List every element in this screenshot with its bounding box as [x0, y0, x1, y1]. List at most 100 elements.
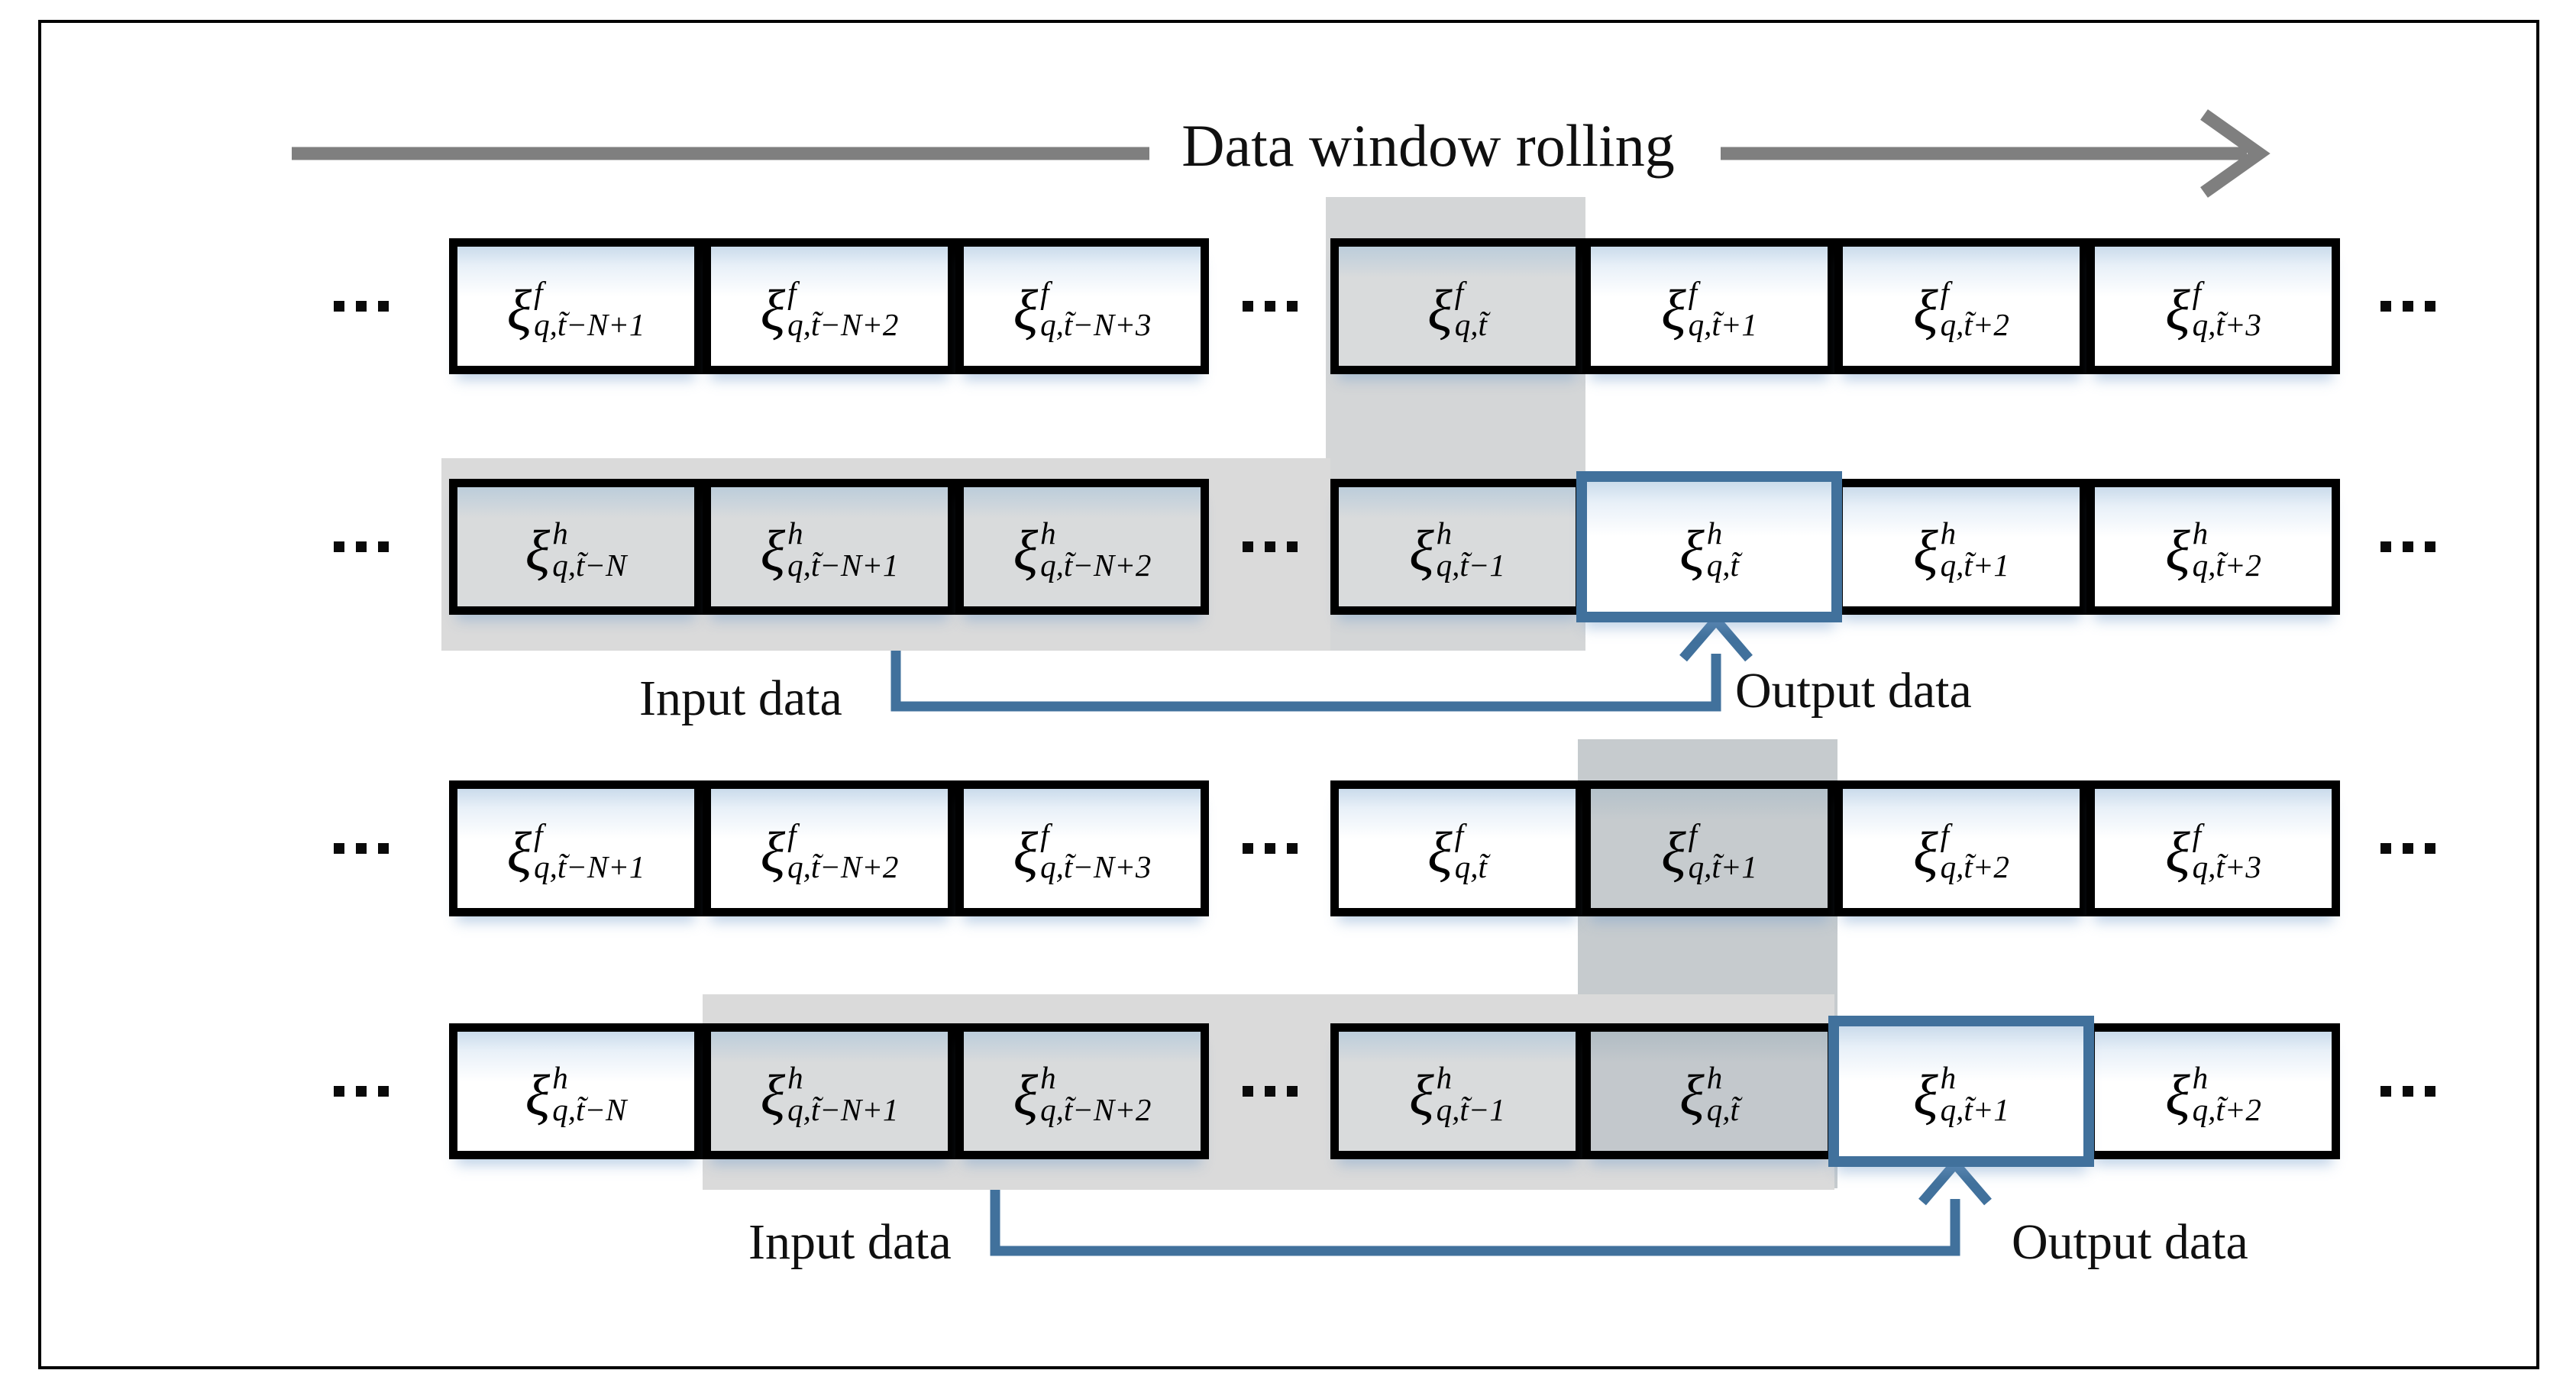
xi-symbol: ξ [1679, 1064, 1705, 1128]
xi-symbol: ξ [1013, 519, 1039, 583]
xi-symbol: ξ [1913, 519, 1938, 583]
xi-symbol: ξ [1913, 279, 1938, 343]
xi-symbol: ξ [1679, 519, 1705, 583]
ellipsis-dot [2425, 301, 2435, 312]
subscript: q,t̃−N+2 [1040, 1092, 1152, 1127]
ellipsis-dot [378, 1086, 389, 1097]
xi-symbol: ξ [506, 821, 532, 885]
subscript: q,t̃−N+2 [787, 849, 899, 884]
ellipsis-dot [2403, 1086, 2413, 1097]
superscript: h [1040, 1060, 1056, 1096]
ellipsis [2380, 541, 2435, 552]
ellipsis-dot [1287, 843, 1298, 854]
superscript: f [534, 275, 543, 311]
ellipsis-dot [1265, 843, 1275, 854]
superscript: f [2192, 817, 2202, 853]
subscript: q,t̃−N+1 [534, 307, 645, 342]
subscript: q,t̃−N+3 [1040, 849, 1152, 884]
superscript: h [1706, 1060, 1723, 1096]
ellipsis-dot [378, 301, 389, 312]
subscript: q,t̃−N+2 [1040, 548, 1152, 583]
xi-symbol: ξ [1409, 1064, 1434, 1128]
ellipsis [1243, 301, 1298, 312]
ellipsis-dot [356, 1086, 367, 1097]
ellipsis-dot [378, 541, 389, 552]
ellipsis-dot [1243, 843, 1253, 854]
subscript: q,t̃−N [552, 1092, 627, 1127]
subscript: q,t̃+1 [1688, 849, 1757, 884]
ellipsis-dot [2380, 1086, 2391, 1097]
subscript: q,t̃+3 [2192, 849, 2261, 884]
ellipsis-dot [2425, 843, 2435, 854]
superscript: h [552, 515, 568, 551]
subscript: q,t̃ [1706, 1092, 1739, 1127]
subscript: q,t̃+2 [2192, 548, 2261, 583]
superscript: f [1454, 817, 1464, 853]
ellipsis-dot [1287, 1086, 1298, 1097]
ellipsis-dot [1287, 301, 1298, 312]
subscript: q,t̃−N+2 [787, 307, 899, 342]
ellipsis-dot [2380, 541, 2391, 552]
xi-symbol: ξ [1013, 1064, 1039, 1128]
xi-symbol: ξ [1013, 279, 1039, 343]
superscript: f [1688, 817, 1698, 853]
subscript: q,t̃−N+1 [787, 548, 899, 583]
subscript: q,t̃+2 [2192, 1092, 2261, 1127]
ellipsis-dot [1265, 301, 1275, 312]
superscript: f [787, 275, 797, 311]
subscript: q,t̃ [1454, 307, 1487, 342]
ellipsis-dot [2403, 541, 2413, 552]
superscript: f [1940, 275, 1950, 311]
superscript: f [2192, 275, 2202, 311]
xi-symbol: ξ [760, 1064, 786, 1128]
diagram-title: Data window rolling [1181, 112, 1675, 179]
superscript: h [552, 1060, 568, 1096]
output-data-label-window-t: Output data [1735, 663, 1972, 719]
xi-symbol: ξ [525, 519, 551, 583]
superscript: h [1436, 515, 1453, 551]
ellipsis-dot [2425, 1086, 2435, 1097]
superscript: f [1940, 817, 1950, 853]
xi-symbol: ξ [1661, 279, 1686, 343]
ellipsis-dot [2425, 541, 2435, 552]
ellipsis-dot [2380, 843, 2391, 854]
xi-symbol: ξ [1427, 279, 1453, 343]
superscript: h [787, 515, 803, 551]
xi-symbol: ξ [506, 279, 532, 343]
